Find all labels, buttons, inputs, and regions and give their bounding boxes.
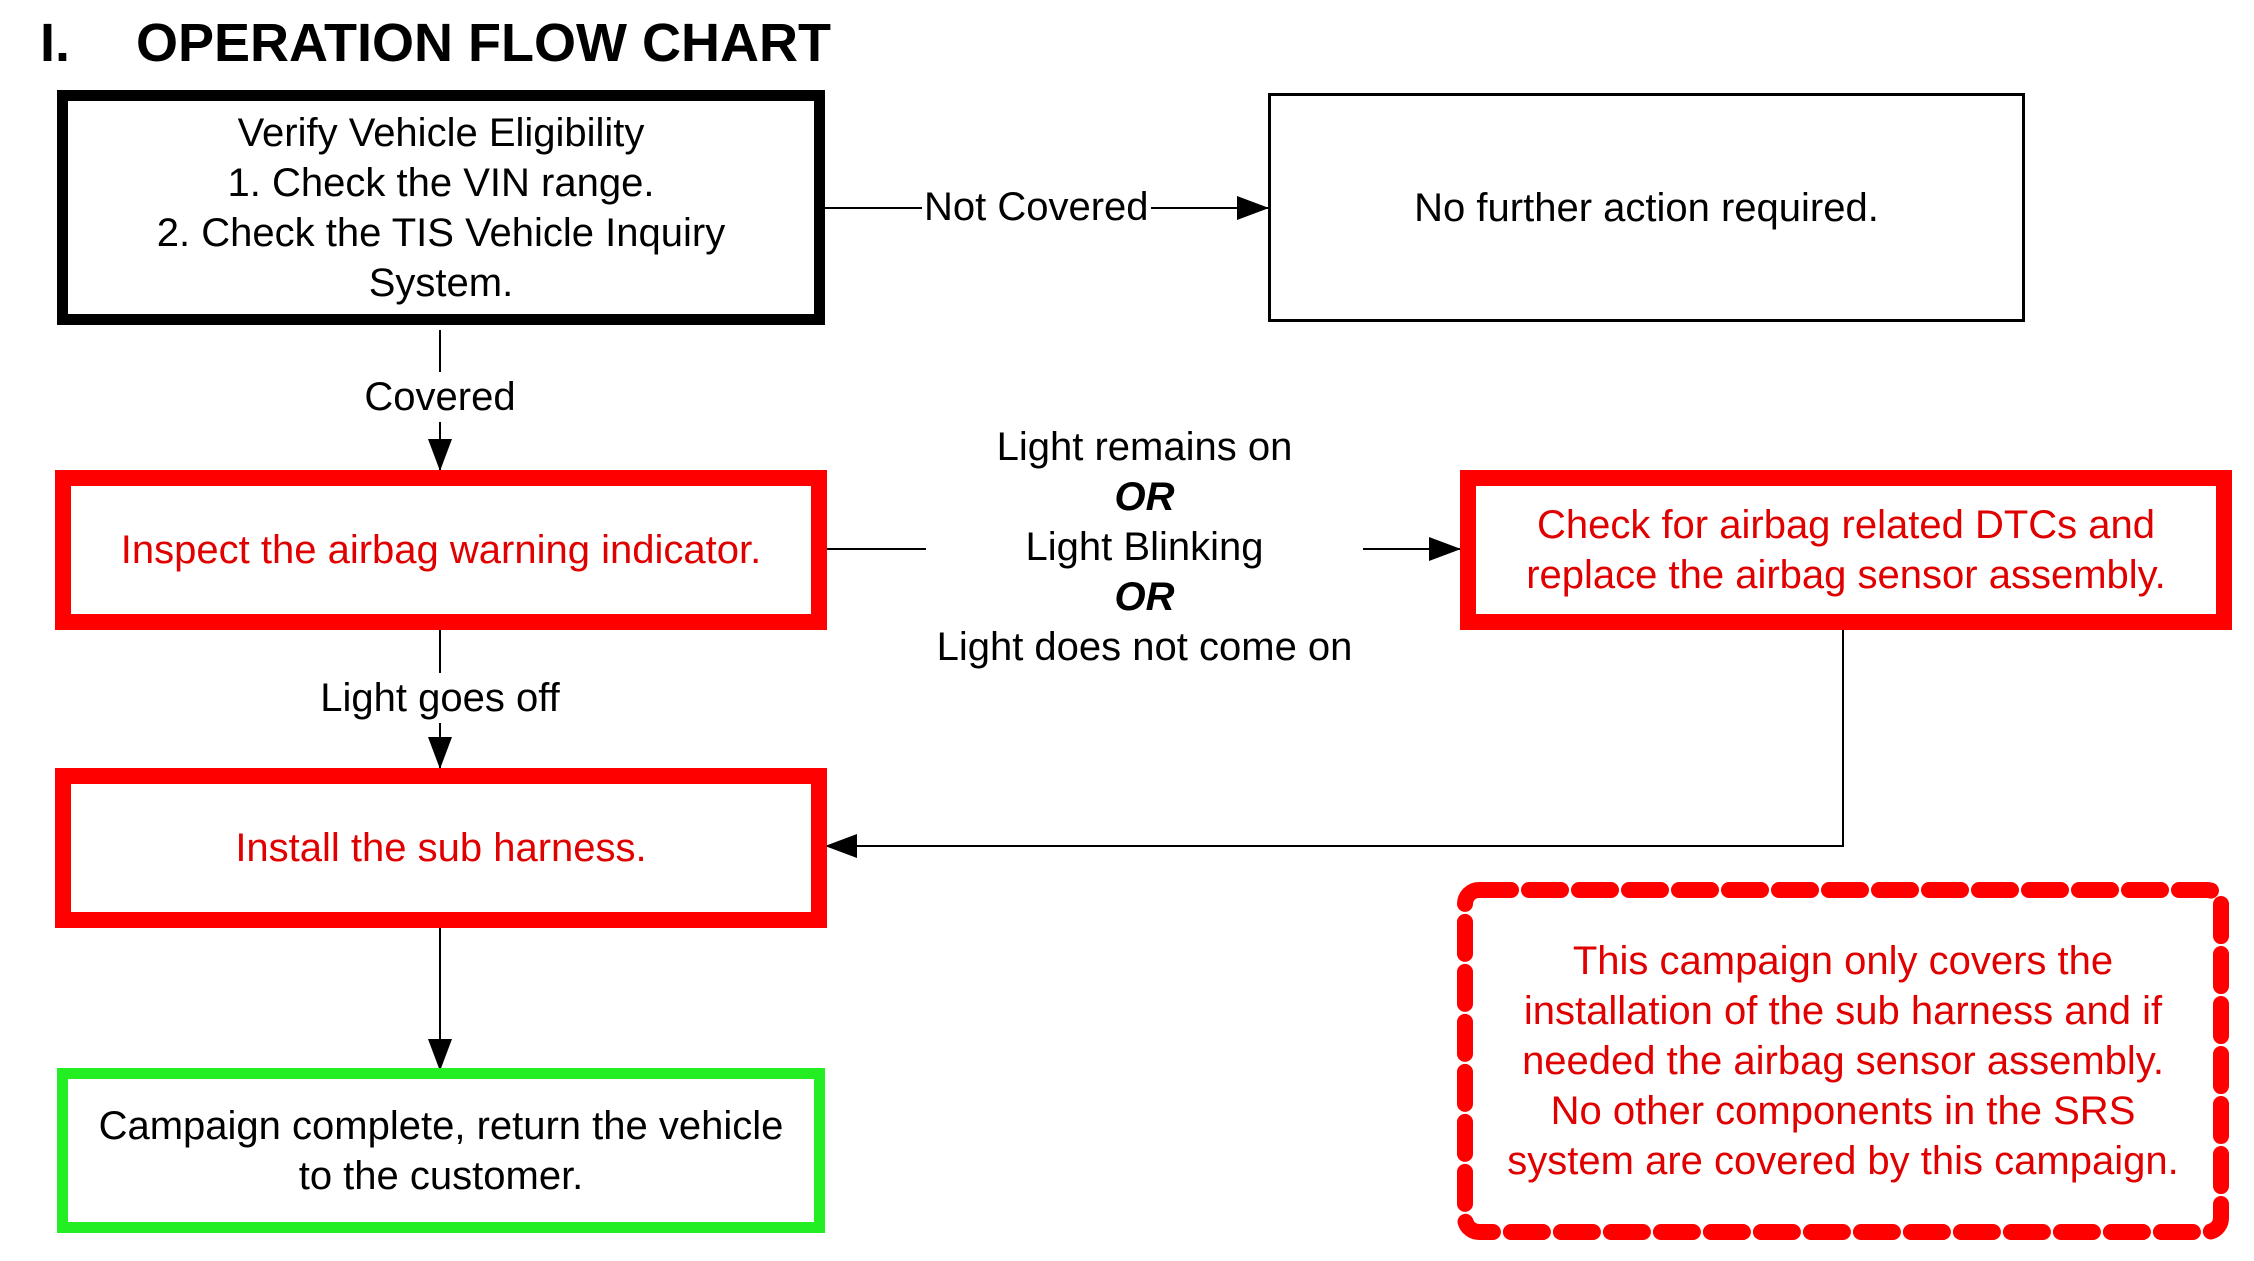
light-condition-labels: Light remains on OR Light Blinking OR Li… [926,422,1363,672]
label-or-2: OR [1114,575,1175,619]
connector-dtc-to-install [825,624,1844,858]
label-light-remains-on: Light remains on [996,425,1293,469]
verify-eligibility-box: Verify Vehicle Eligibility 1. Check the … [57,90,825,325]
check-dtc-box: Check for airbag related DTCs and replac… [1460,470,2232,630]
inspect-indicator-text: Inspect the airbag warning indicator. [120,528,762,572]
label-light-goes-off: Light goes off [300,673,580,723]
install-harness-text: Install the sub harness. [235,826,647,870]
campaign-complete-box: Campaign complete, return the vehicle to… [57,1068,825,1233]
title-number: I. [40,13,71,73]
campaign-note: This campaign only covers the installati… [1480,905,2206,1217]
install-harness-box: Install the sub harness. [55,768,827,928]
campaign-complete-text: Campaign complete, return the vehicle to… [98,1103,784,1198]
verify-eligibility-text: Verify Vehicle Eligibility 1. Check the … [156,110,726,305]
label-light-blinking: Light Blinking [1025,525,1264,569]
check-dtc-text: Check for airbag related DTCs and replac… [1526,503,2166,597]
label-covered: Covered [340,372,540,422]
campaign-note-text: This campaign only covers the installati… [1507,939,2179,1183]
note-dashed-border [1457,882,2229,1240]
title-text: OPERATION FLOW CHART [136,13,831,73]
label-or-1: OR [1114,475,1175,519]
inspect-indicator-box: Inspect the airbag warning indicator. [55,470,827,630]
label-light-not-on: Light does not come on [936,625,1353,669]
label-not-covered: Not Covered [922,182,1151,232]
no-action-text: No further action required. [1414,185,1879,230]
no-action-box: No further action required. [1268,93,2025,322]
page-title: I. OPERATION FLOW CHART [40,12,831,74]
